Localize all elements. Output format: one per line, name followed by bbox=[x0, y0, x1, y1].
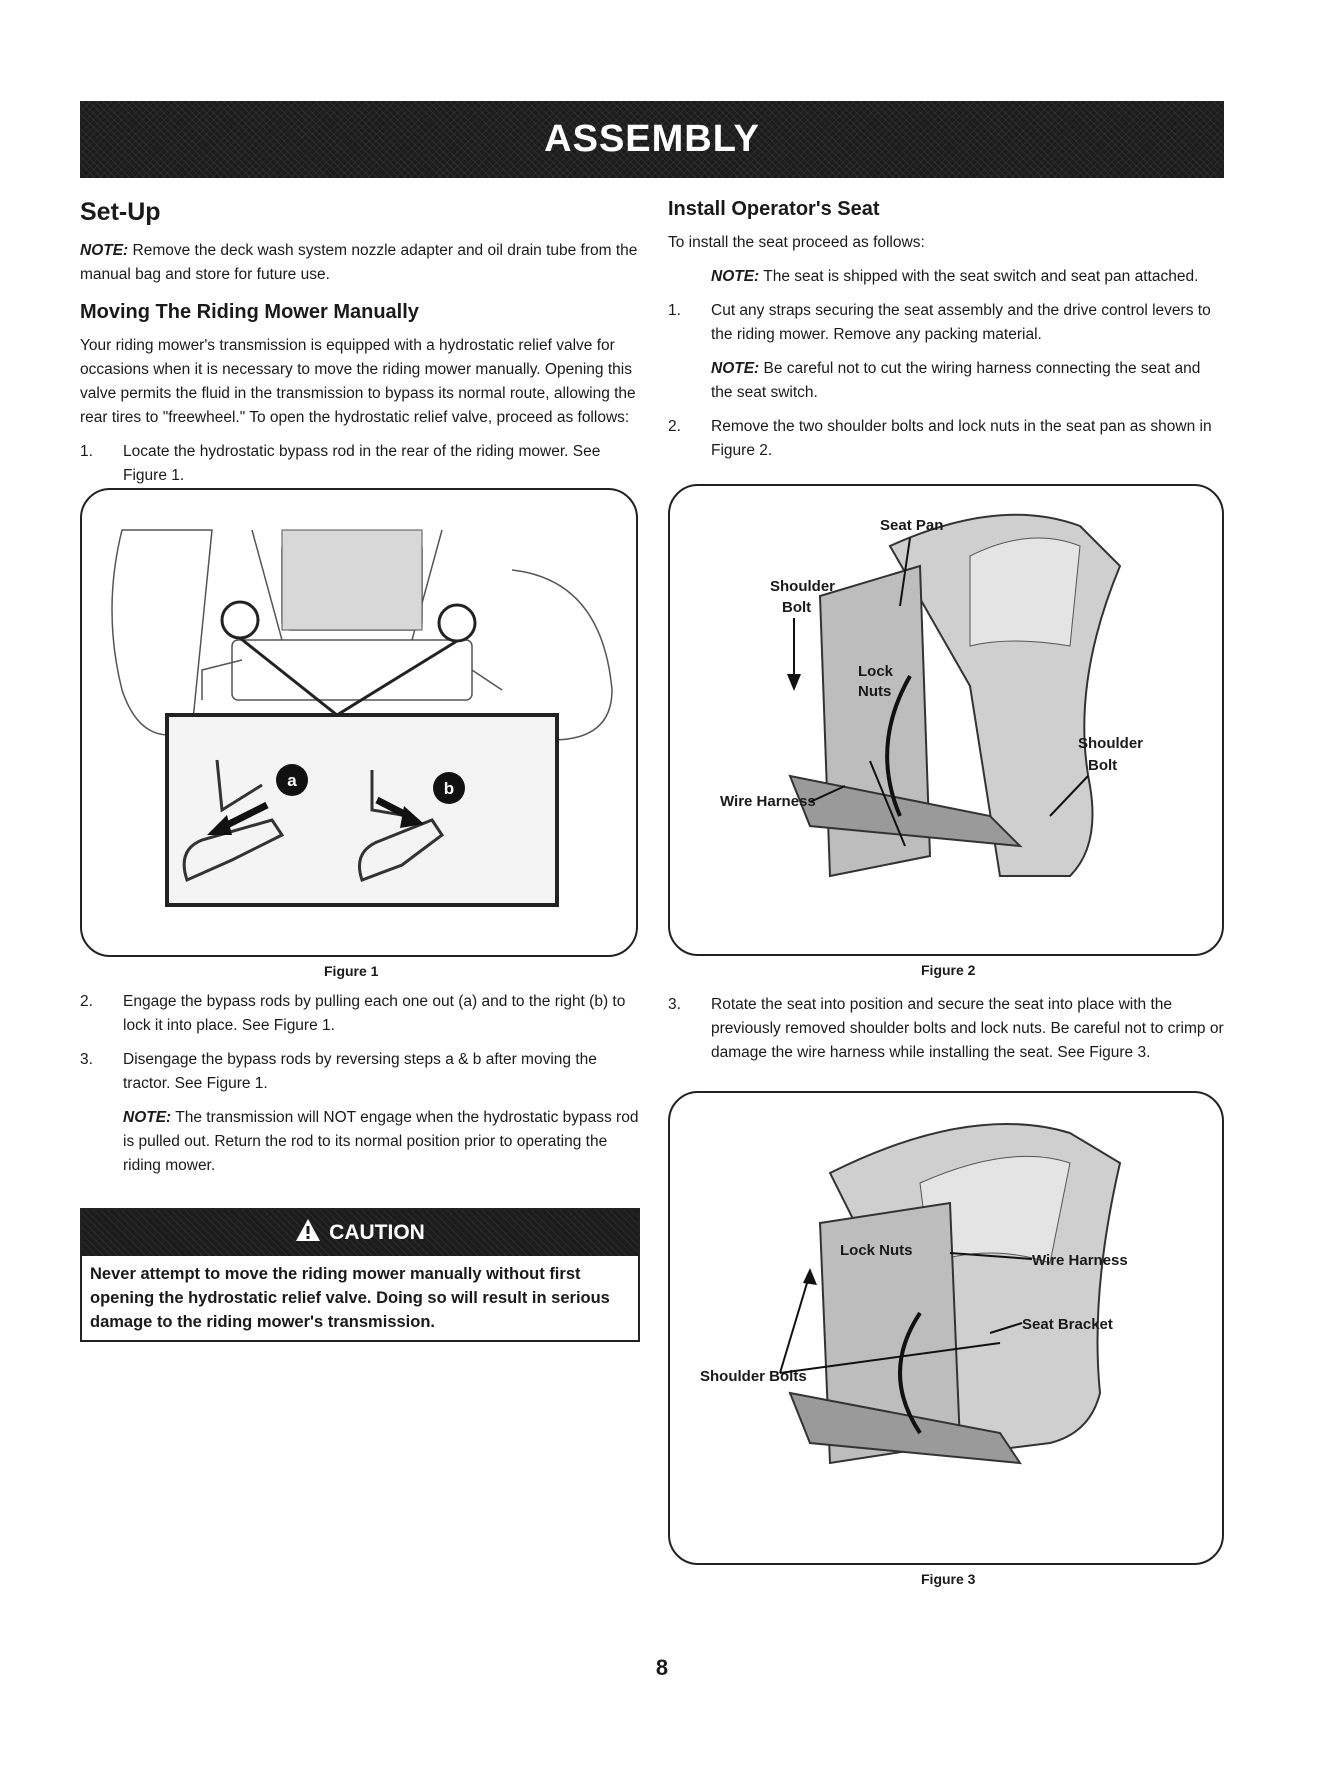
label-lock-nuts: Lock Nuts bbox=[840, 1242, 913, 1259]
moving-step-1: 1.Locate the hydrostatic bypass rod in t… bbox=[80, 443, 601, 484]
caution-text: Never attempt to move the riding mower m… bbox=[90, 1265, 610, 1331]
figure-2-caption: Figure 2 bbox=[921, 962, 976, 978]
figure-2-illustration: Seat Pan Shoulder Bolt Lock Nuts Shoulde… bbox=[720, 513, 1143, 878]
caution-title: CAUTION bbox=[329, 1221, 425, 1244]
figure-2: Seat Pan Shoulder Bolt Lock Nuts Shoulde… bbox=[668, 484, 1224, 956]
moving-heading: Moving The Riding Mower Manually bbox=[80, 301, 419, 323]
moving-intro: Your riding mower's transmission is equi… bbox=[80, 337, 636, 426]
setup-heading: Set-Up bbox=[80, 198, 161, 226]
label-seat-bracket: Seat Bracket bbox=[1022, 1316, 1113, 1333]
figure-3-caption: Figure 3 bbox=[921, 1571, 976, 1587]
section-title: ASSEMBLY bbox=[544, 118, 760, 160]
label-wire-harness: Wire Harness bbox=[1032, 1252, 1128, 1269]
caution-box: CAUTION Never attempt to move the riding… bbox=[80, 1208, 640, 1342]
left-column-lower: 2.Engage the bypass rods by pulling each… bbox=[80, 990, 640, 1188]
label-shoulder-bolt-1b: Bolt bbox=[782, 599, 811, 616]
label-nuts: Nuts bbox=[858, 683, 891, 700]
page-number: 8 bbox=[655, 1655, 669, 1680]
seat-note-2: NOTE: Be careful not to cut the wiring h… bbox=[711, 360, 1201, 401]
caution-header: CAUTION bbox=[82, 1210, 638, 1256]
label-shoulder-bolt-2b: Bolt bbox=[1088, 757, 1117, 774]
seat-intro: To install the seat proceed as follows: bbox=[668, 234, 925, 251]
right-column-lower: 3.Rotate the seat into position and secu… bbox=[668, 993, 1224, 1075]
warning-triangle-icon bbox=[295, 1218, 321, 1248]
figure-3-illustration: Lock Nuts Wire Harness Seat Bracket Shou… bbox=[700, 1123, 1128, 1465]
left-column: Set-Up NOTE: Remove the deck wash system… bbox=[80, 198, 640, 498]
moving-note: NOTE: The transmission will NOT engage w… bbox=[123, 1109, 639, 1174]
label-shoulder-bolt-1a: Shoulder bbox=[770, 578, 835, 595]
moving-step-3: 3.Disengage the bypass rods by reversing… bbox=[80, 1051, 597, 1092]
label-shoulder-bolt-2a: Shoulder bbox=[1078, 735, 1143, 752]
seat-step-2: 2.Remove the two shoulder bolts and lock… bbox=[668, 418, 1212, 459]
seat-note-1: NOTE: The seat is shipped with the seat … bbox=[711, 268, 1199, 285]
section-banner: ASSEMBLY bbox=[80, 101, 1224, 178]
figure-3: Lock Nuts Wire Harness Seat Bracket Shou… bbox=[668, 1091, 1224, 1565]
seat-heading: Install Operator's Seat bbox=[668, 198, 880, 220]
label-wire-harness: Wire Harness bbox=[720, 793, 816, 810]
figure-1-illustration: a b bbox=[111, 529, 613, 907]
moving-step-2: 2.Engage the bypass rods by pulling each… bbox=[80, 993, 626, 1034]
seat-step-3: 3.Rotate the seat into position and secu… bbox=[668, 996, 1224, 1061]
figure-1-caption: Figure 1 bbox=[324, 963, 379, 979]
label-seat-pan: Seat Pan bbox=[880, 517, 943, 534]
setup-note: NOTE: Remove the deck wash system nozzle… bbox=[80, 242, 638, 283]
label-lock: Lock bbox=[858, 663, 894, 680]
right-column: Install Operator's Seat To install the s… bbox=[668, 198, 1224, 473]
marker-a: a bbox=[287, 771, 297, 790]
marker-b: b bbox=[444, 779, 454, 798]
seat-step-1: 1.Cut any straps securing the seat assem… bbox=[668, 302, 1211, 343]
figure-1: a b bbox=[80, 488, 638, 957]
